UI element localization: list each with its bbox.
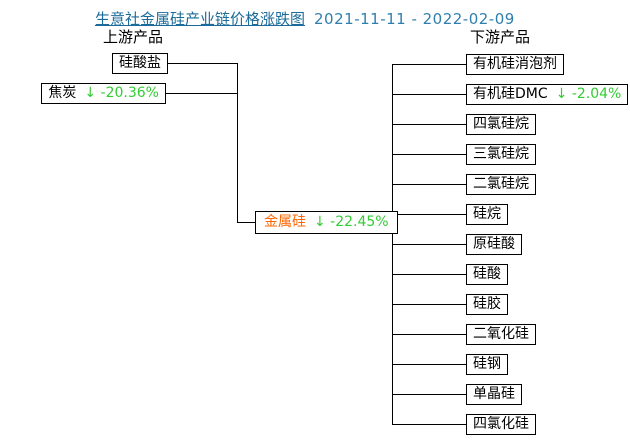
node-silicic-acid[interactable]: 硅酸 xyxy=(466,264,508,285)
connector-line xyxy=(392,94,470,95)
connector-line xyxy=(392,364,470,365)
connector-line xyxy=(392,394,470,395)
connector-line xyxy=(392,214,470,215)
node-label: 硅钢 xyxy=(473,356,501,372)
node-label: 硅胶 xyxy=(473,296,501,312)
title-link[interactable]: 生意社金属硅产业链价格涨跌图 xyxy=(95,10,306,28)
connector-line xyxy=(392,154,470,155)
connector-line xyxy=(392,304,470,305)
connector-line xyxy=(237,222,267,223)
node-label: 有机硅DMC xyxy=(473,86,548,102)
node-change-value: ↓ -22.45% xyxy=(314,214,389,230)
connector-line xyxy=(392,244,470,245)
node-silicone-dmc[interactable]: 有机硅DMC ↓ -2.04% xyxy=(466,84,629,105)
node-monocrystalline-silicon[interactable]: 单晶硅 xyxy=(466,384,522,405)
node-silicon-tetrachloride[interactable]: 四氯化硅 xyxy=(466,414,536,435)
connector-line xyxy=(392,64,470,65)
node-label: 二氯硅烷 xyxy=(473,176,529,192)
node-label: 四氯化硅 xyxy=(473,416,529,432)
node-label: 硅酸盐 xyxy=(119,55,161,71)
connector-line xyxy=(392,334,470,335)
connector-line xyxy=(392,124,470,125)
node-dichlorosilane[interactable]: 二氯硅烷 xyxy=(466,174,536,195)
connector-line xyxy=(392,274,470,275)
node-coke[interactable]: 焦炭 ↓ -20.36% xyxy=(41,83,166,104)
node-label: 金属硅 xyxy=(264,214,306,230)
date-range: 2021-11-11 - 2022-02-09 xyxy=(314,10,515,28)
node-change-value: ↓ -20.36% xyxy=(84,85,159,101)
node-label: 二氧化硅 xyxy=(473,326,529,342)
node-change-value: ↓ -2.04% xyxy=(555,86,622,102)
node-silicate[interactable]: 硅酸盐 xyxy=(112,53,168,74)
connector-line xyxy=(392,184,470,185)
node-label: 单晶硅 xyxy=(473,386,515,402)
node-metal-silicon[interactable]: 金属硅 ↓ -22.45% xyxy=(255,211,398,234)
node-label: 三氯硅烷 xyxy=(473,146,529,162)
node-label: 原硅酸 xyxy=(473,236,515,252)
upstream-section-label: 上游产品 xyxy=(103,28,164,46)
connector-line xyxy=(120,63,237,64)
node-organic-silicone-defoamer[interactable]: 有机硅消泡剂 xyxy=(466,54,564,75)
node-silicon-dioxide[interactable]: 二氧化硅 xyxy=(466,324,536,345)
connector-line xyxy=(237,63,238,223)
node-orthosilicic-acid[interactable]: 原硅酸 xyxy=(466,234,522,255)
node-label: 四氯硅烷 xyxy=(473,116,529,132)
downstream-section-label: 下游产品 xyxy=(470,28,531,46)
node-silica-gel[interactable]: 硅胶 xyxy=(466,294,508,315)
node-label: 硅酸 xyxy=(473,266,501,282)
node-label: 硅烷 xyxy=(473,206,501,222)
node-tetrachlorosilane[interactable]: 四氯硅烷 xyxy=(466,114,536,135)
node-label: 有机硅消泡剂 xyxy=(473,56,557,72)
page-title: 生意社金属硅产业链价格涨跌图 2021-11-11 - 2022-02-09 xyxy=(95,8,515,29)
node-trichlorosilane[interactable]: 三氯硅烷 xyxy=(466,144,536,165)
node-silane[interactable]: 硅烷 xyxy=(466,204,508,225)
connector-line xyxy=(392,424,470,425)
node-label: 焦炭 xyxy=(48,85,77,101)
node-silicon-steel[interactable]: 硅钢 xyxy=(466,354,508,375)
